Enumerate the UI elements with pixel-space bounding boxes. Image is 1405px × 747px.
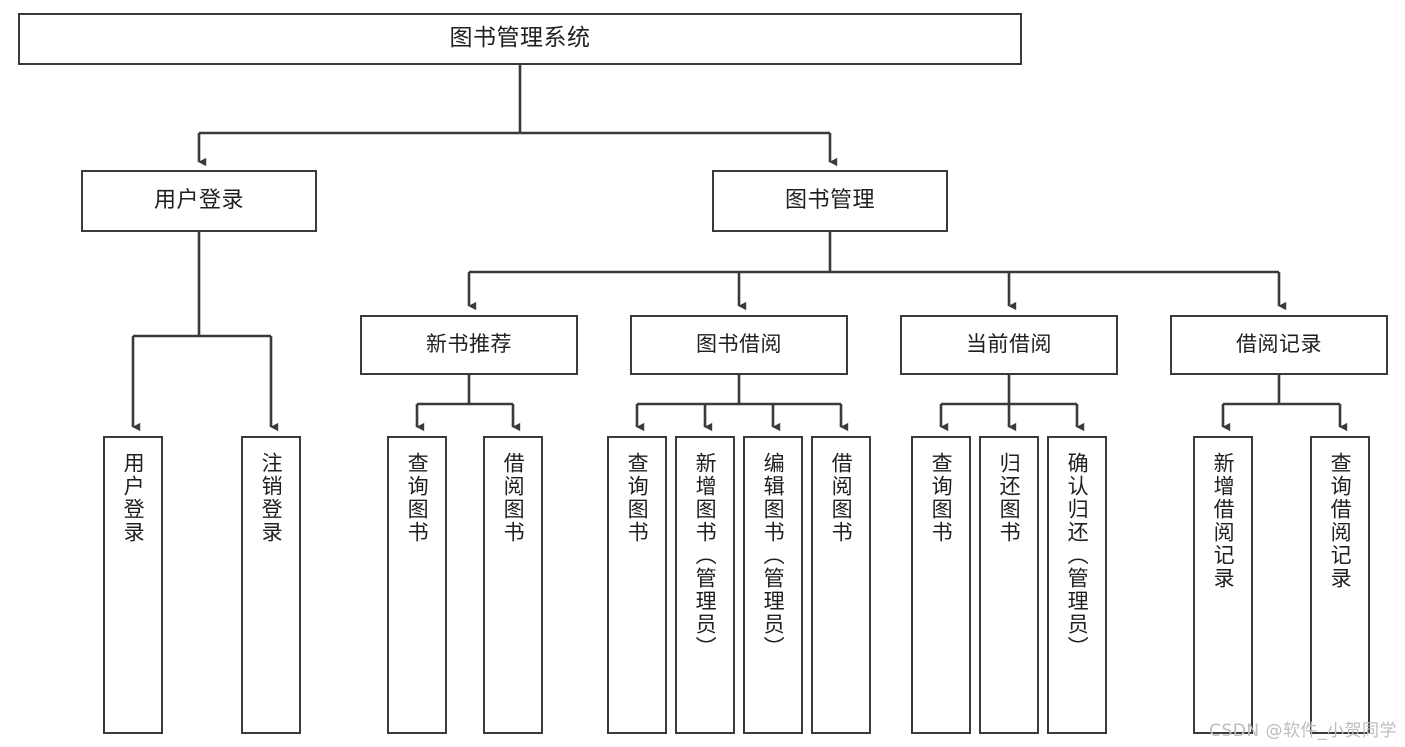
leaf-edit-book-admin[interactable]: 编辑图书（管理员） bbox=[743, 436, 803, 734]
node-label: 借阅图书 bbox=[501, 452, 526, 544]
node-borrow-record[interactable]: 借阅记录 bbox=[1170, 315, 1388, 375]
leaf-add-borrow-record[interactable]: 新增借阅记录 bbox=[1193, 436, 1253, 734]
leaf-add-book-admin[interactable]: 新增图书（管理员） bbox=[675, 436, 735, 734]
node-label: 借阅记录 bbox=[1236, 332, 1322, 357]
node-new-book-recommend[interactable]: 新书推荐 bbox=[360, 315, 578, 375]
node-current-borrow[interactable]: 当前借阅 bbox=[900, 315, 1118, 375]
node-label: 当前借阅 bbox=[966, 332, 1052, 357]
node-label: 查询借阅记录 bbox=[1328, 452, 1353, 590]
leaf-logout-login[interactable]: 注销登录 bbox=[241, 436, 301, 734]
node-book-management[interactable]: 图书管理 bbox=[712, 170, 948, 232]
csdn-watermark: CSDN @软件_小贺同学 bbox=[1209, 721, 1397, 741]
node-label: 用户登录 bbox=[121, 452, 146, 544]
node-user-login[interactable]: 用户登录 bbox=[81, 170, 317, 232]
node-label: 用户登录 bbox=[153, 187, 244, 213]
leaf-query-book-current[interactable]: 查询图书 bbox=[911, 436, 971, 734]
node-label: 确认归还（管理员） bbox=[1065, 452, 1090, 659]
leaf-user-login[interactable]: 用户登录 bbox=[103, 436, 163, 734]
node-label: 新书推荐 bbox=[426, 332, 512, 357]
node-label: 查询图书 bbox=[625, 452, 650, 544]
leaf-borrow-book[interactable]: 借阅图书 bbox=[811, 436, 871, 734]
leaf-borrow-book-recommend[interactable]: 借阅图书 bbox=[483, 436, 543, 734]
node-label: 借阅图书 bbox=[829, 452, 854, 544]
node-label: 注销登录 bbox=[259, 452, 284, 544]
node-label: 查询图书 bbox=[405, 452, 430, 544]
node-label: 图书管理系统 bbox=[449, 25, 591, 52]
node-root-system[interactable]: 图书管理系统 bbox=[18, 13, 1022, 65]
node-label: 查询图书 bbox=[929, 452, 954, 544]
node-label: 编辑图书（管理员） bbox=[761, 452, 786, 659]
leaf-confirm-return-admin[interactable]: 确认归还（管理员） bbox=[1047, 436, 1107, 734]
node-label: 图书管理 bbox=[784, 187, 875, 213]
node-label: 图书借阅 bbox=[696, 332, 782, 357]
leaf-return-book[interactable]: 归还图书 bbox=[979, 436, 1039, 734]
leaf-query-borrow-record[interactable]: 查询借阅记录 bbox=[1310, 436, 1370, 734]
node-label: 新增借阅记录 bbox=[1211, 452, 1236, 590]
leaf-query-book-borrow[interactable]: 查询图书 bbox=[607, 436, 667, 734]
node-label: 新增图书（管理员） bbox=[693, 452, 718, 659]
node-book-borrow[interactable]: 图书借阅 bbox=[630, 315, 848, 375]
node-label: 归还图书 bbox=[997, 452, 1022, 544]
leaf-query-book-recommend[interactable]: 查询图书 bbox=[387, 436, 447, 734]
